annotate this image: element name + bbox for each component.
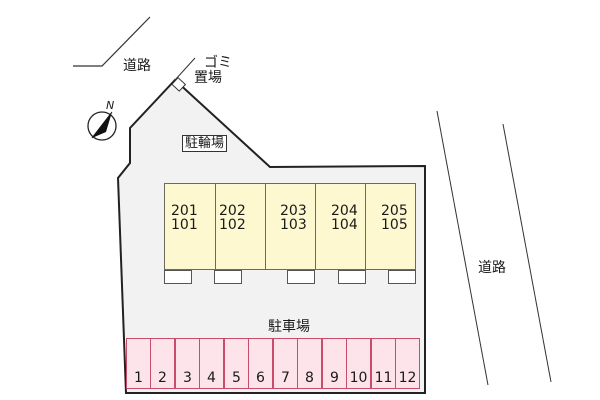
- stall-number: 7: [281, 370, 290, 386]
- unit-number-103: 103: [280, 217, 307, 233]
- garbage-label-line2: 置場: [194, 70, 222, 86]
- parking-stall: 2: [150, 338, 175, 389]
- unit-block-4: 204 104: [315, 183, 366, 270]
- parking-stall: 7: [273, 338, 298, 389]
- road-edge-top: [73, 16, 151, 67]
- bicycle-parking-label: 駐輪場: [182, 135, 228, 152]
- stall-number: 10: [349, 370, 368, 386]
- garbage-area: [171, 76, 187, 92]
- unit-number-205: 205: [381, 203, 408, 219]
- unit-number-203: 203: [280, 203, 307, 219]
- unit-number-104: 104: [331, 217, 358, 233]
- stall-number: 4: [207, 370, 216, 386]
- car-parking-label: 駐車場: [268, 319, 310, 335]
- stall-number: 11: [374, 370, 393, 386]
- unit-number-204: 204: [331, 203, 358, 219]
- parking-stall: 4: [199, 338, 224, 389]
- porch-3: [287, 270, 315, 284]
- unit-number-102: 102: [219, 217, 246, 233]
- parking-stall: 3: [175, 338, 200, 389]
- parking-stall: 12: [395, 338, 420, 389]
- unit-number-105: 105: [381, 217, 408, 233]
- stall-number: 5: [232, 370, 241, 386]
- stall-number: 6: [256, 370, 265, 386]
- road-label-right: 道路: [478, 260, 506, 276]
- parking-stall: 1: [126, 338, 151, 389]
- parking-stall: 6: [248, 338, 273, 389]
- parking-stall: 11: [371, 338, 396, 389]
- road-label-top: 道路: [123, 58, 151, 74]
- parking-stall: 10: [346, 338, 371, 389]
- garbage-label-line1: ゴミ: [204, 55, 232, 71]
- unit-number-202: 202: [219, 203, 246, 219]
- unit-block-5: 205 105: [365, 183, 416, 270]
- parking-stall: 8: [297, 338, 322, 389]
- garbage-label: ゴミ 置場: [194, 56, 232, 86]
- unit-block-2: 202 102: [215, 183, 266, 270]
- road-edge-right-2: [502, 123, 552, 383]
- stall-number: 1: [134, 370, 143, 386]
- parking-stall: 5: [224, 338, 249, 389]
- stall-number: 8: [305, 370, 314, 386]
- stall-number: 2: [158, 370, 167, 386]
- porch-4: [338, 270, 366, 284]
- parking-stall: 9: [322, 338, 347, 389]
- porch-5: [388, 270, 416, 284]
- north-arrow-icon: [87, 111, 117, 141]
- garbage-line: [174, 57, 196, 81]
- road-edge-right-1: [436, 110, 489, 386]
- porch-1: [164, 270, 192, 284]
- unit-block-3: 203 103: [265, 183, 316, 270]
- north-label: N: [106, 99, 115, 112]
- stall-number: 12: [398, 370, 417, 386]
- unit-number-201: 201: [171, 203, 198, 219]
- porch-2: [214, 270, 242, 284]
- stall-number: 3: [183, 370, 192, 386]
- stall-number: 9: [330, 370, 339, 386]
- unit-block-1: 201 101: [164, 183, 216, 270]
- unit-number-101: 101: [171, 217, 198, 233]
